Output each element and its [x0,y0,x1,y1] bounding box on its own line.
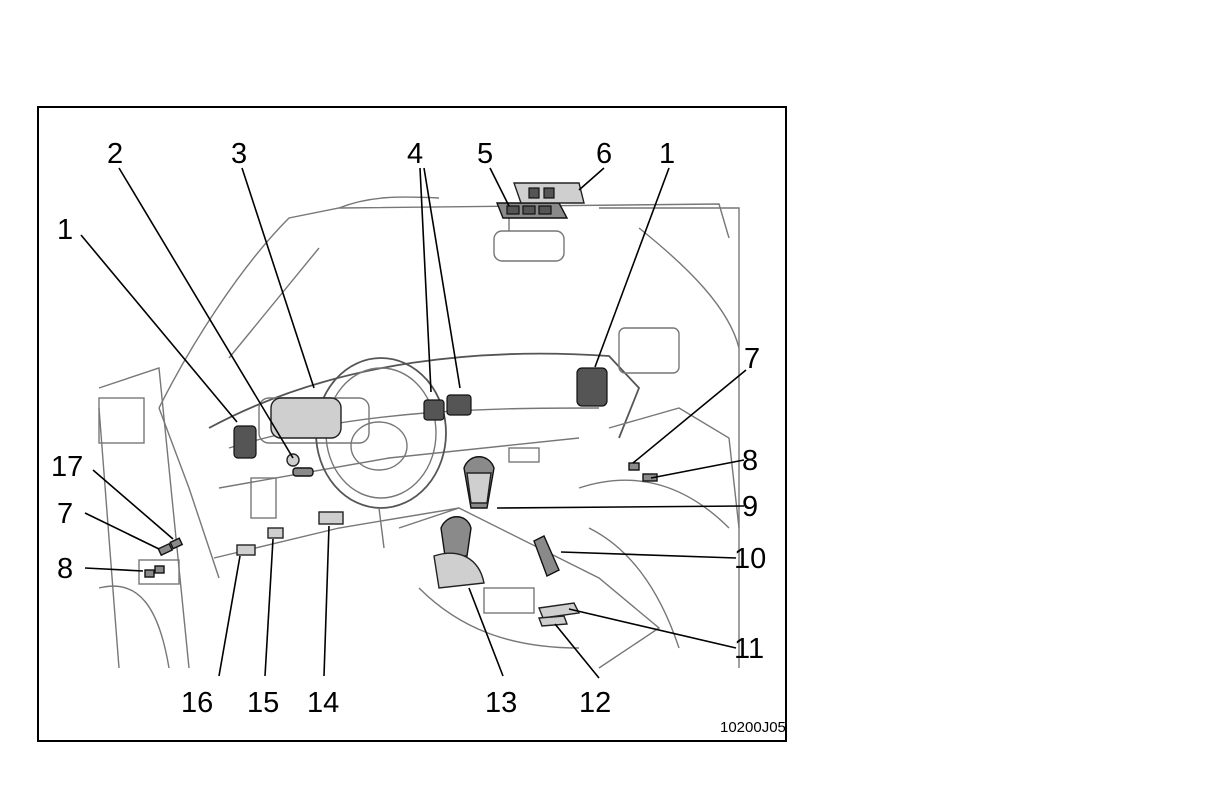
callout-3: 3 [231,138,247,170]
callout-16: 16 [181,687,213,719]
instrument-cluster [271,398,341,476]
left-door [99,368,189,668]
callout-14: 14 [307,687,339,719]
overhead-console [494,183,584,261]
center-console [399,457,659,668]
vehicle-interior-illustration: 1 2 3 4 5 6 1 7 8 9 10 11 12 13 14 15 16… [39,108,785,740]
callout-5: 5 [477,138,493,170]
leader-lines [81,168,746,678]
callout-1-right: 1 [659,138,675,170]
callout-12: 12 [579,687,611,719]
callout-8-left: 8 [57,553,73,585]
callout-2: 2 [107,138,123,170]
left-door-switches [139,538,182,584]
callout-8-right: 8 [742,445,758,477]
figure-code: 10200J05 [720,719,785,736]
callout-10: 10 [734,543,766,575]
callout-13: 13 [485,687,517,719]
callout-6: 6 [596,138,612,170]
callout-17: 17 [51,451,83,483]
callout-11: 11 [734,633,764,665]
callout-15: 15 [247,687,279,719]
diagram-frame: 1 2 3 4 5 6 1 7 8 9 10 11 12 13 14 15 16… [37,106,787,742]
callout-7-right: 7 [744,343,760,375]
lower-dash-switches [237,478,343,555]
callout-7-left: 7 [57,498,73,530]
callout-9: 9 [742,491,758,523]
callout-1-left: 1 [57,214,73,246]
callout-4: 4 [407,138,423,170]
